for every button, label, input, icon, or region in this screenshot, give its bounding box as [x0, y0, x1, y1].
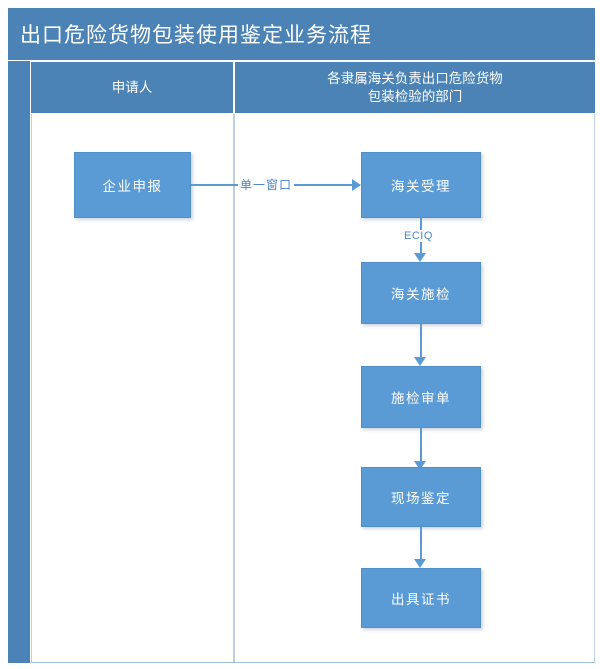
node-inspection-review-label: 施检审单	[391, 391, 451, 406]
column-header-customs-dept: 各隶属海关负责出口危险货物 包装检验的部门	[235, 62, 595, 113]
node-enterprise-declaration-label: 企业申报	[102, 179, 163, 194]
node-onsite-appraisal[interactable]: 现场鉴定	[361, 467, 481, 527]
node-inspection-review[interactable]: 施检审单	[361, 366, 481, 428]
arrow-right-icon-to-acceptance	[352, 179, 361, 191]
column-header-customs-line2: 包装检验的部门	[367, 88, 463, 104]
node-customs-inspection[interactable]: 海关施检	[361, 262, 481, 324]
node-onsite-appraisal-label: 现场鉴定	[391, 491, 451, 506]
connector-label-single-window: 单一窗口	[238, 176, 295, 193]
page-title: 出口危险货物包装使用鉴定业务流程	[20, 24, 372, 47]
column-header-applicant: 申请人	[31, 62, 233, 113]
node-customs-inspection-label: 海关施检	[391, 287, 451, 302]
connector-appraisal-to-certificate	[420, 527, 422, 564]
node-customs-acceptance-label: 海关受理	[391, 179, 451, 194]
title-banner: 出口危险货物包装使用鉴定业务流程	[8, 8, 595, 60]
connector-review-to-appraisal	[420, 428, 422, 466]
arrow-down-icon-to-certificate	[414, 559, 426, 568]
bottom-divider	[31, 662, 595, 663]
arrow-down-icon-to-appraisal	[414, 461, 426, 470]
column-header-applicant-label: 申请人	[111, 79, 153, 95]
node-issue-certificate-label: 出具证书	[391, 592, 451, 607]
connector-inspection-to-review	[420, 324, 422, 362]
node-enterprise-declaration[interactable]: 企业申报	[74, 152, 191, 218]
arrow-down-icon-to-review	[414, 357, 426, 366]
node-issue-certificate[interactable]: 出具证书	[361, 568, 481, 628]
connector-label-eciq: ECIQ	[402, 230, 435, 242]
column-header-customs-line1: 各隶属海关负责出口危险货物	[327, 70, 503, 86]
node-customs-acceptance[interactable]: 海关受理	[361, 152, 481, 218]
left-accent-strip	[8, 61, 30, 663]
arrow-down-icon-to-inspection	[414, 253, 426, 262]
